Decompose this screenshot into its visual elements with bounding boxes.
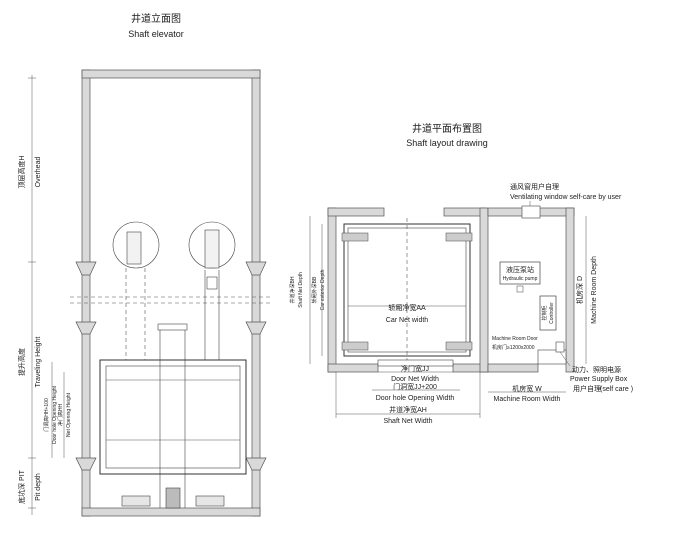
floor-slab-right-mid — [245, 321, 267, 335]
car-plan — [343, 223, 471, 357]
elevator-car — [99, 359, 247, 475]
shaft-depth-label-cn: 井道净深BH — [289, 276, 296, 303]
machine-door-label-cn: 机房门≥1200x2000 — [492, 344, 535, 351]
shaft-elevation: 井道立面图 Shaft elevator — [17, 12, 272, 517]
pit-label-cn: 底坑深 PIT — [17, 469, 26, 504]
buffer-left — [121, 495, 151, 507]
power-label-en-2: (self care ) — [600, 386, 633, 393]
rail-bracket-tr — [445, 232, 473, 242]
machine-depth-label-en: Machine Room Depth — [591, 256, 598, 324]
top-slab — [81, 69, 261, 79]
machine-right-wall — [565, 207, 575, 373]
machine-width-label-cn: 机房宽 W — [512, 384, 542, 393]
left-pulley — [112, 221, 160, 269]
right-sheave — [204, 229, 220, 269]
left-sheave — [126, 231, 142, 265]
travel-label-en: Traveling Height — [35, 337, 42, 388]
shaft-bottom-wall-left — [327, 363, 379, 373]
crosshead — [157, 323, 188, 331]
machine-width-label-en: Machine Room Width — [494, 396, 561, 403]
power-leader — [559, 351, 571, 367]
shaft-layout-plan: 井道平面布置图 Shaft layout drawing 通风窗用户自理 Ven… — [289, 122, 633, 425]
layout-title-cn: 井道平面布置图 — [412, 122, 482, 135]
car-inner — [105, 365, 241, 469]
machine-depth-label-cn: 机房深 D — [575, 276, 584, 304]
floor-slab-right-bottom — [245, 457, 267, 471]
vent-label-cn: 通风窗用户自理 — [510, 182, 559, 191]
vent-label-en: Ventilating window self-care by user — [510, 194, 622, 201]
machine-door-label-en: Machine Room Door — [492, 336, 538, 342]
buffer-right — [195, 495, 225, 507]
controller-label-en: Controller — [549, 302, 555, 324]
car-width-label-cn: 轿厢净宽AA — [388, 303, 426, 312]
car-width-label-en: Car Net width — [386, 317, 429, 324]
rail-bracket-bl — [341, 341, 369, 351]
door-opening-label-cn: 门洞高HH+100 — [43, 398, 50, 432]
hydraulic-pump-box — [499, 261, 541, 285]
right-wall — [251, 69, 261, 517]
car-depth-label-en: Car exterior Depth — [320, 269, 326, 310]
controller-label-cn: 控制柜 — [541, 305, 548, 320]
floor-slab-left-bottom — [75, 457, 97, 471]
pit-label-en: Pit depth — [35, 473, 42, 501]
net-opening-label-cn: 净门高HH — [57, 404, 64, 427]
elevation-title-cn: 井道立面图 — [131, 12, 181, 25]
machine-room-door — [537, 349, 567, 365]
door-opening-label-en: Door hole Opening Height — [52, 385, 58, 443]
rail-bracket-tl — [341, 232, 369, 242]
hydraulic-label-en: Hydraulic pump — [503, 276, 538, 282]
power-label-en: Power Supply Box — [570, 376, 628, 383]
power-supply-box — [555, 341, 565, 353]
overhead-label-en: Overhead — [35, 157, 42, 188]
power-label-cn-2: 用户自理 — [573, 384, 601, 393]
pit-floor — [81, 507, 261, 517]
travel-label-cn: 提升高度 — [17, 348, 26, 376]
pump-valve — [516, 285, 524, 293]
machine-bottom-wall — [487, 363, 539, 373]
door-width-label-en: Door Net Width — [391, 376, 439, 383]
rail-bracket-br — [445, 341, 473, 351]
door-hole-label-en: Door hole Opening Width — [376, 395, 455, 402]
floor-slab-left-mid — [75, 321, 97, 335]
shaft-width-label-cn: 井道净宽AH — [389, 405, 427, 414]
hydraulic-label-cn: 液压泵站 — [506, 265, 534, 274]
shaft-depth-label-en: Shaft Net Depth — [298, 272, 304, 308]
layout-title-en: Shaft layout drawing — [406, 138, 488, 148]
net-opening-label-en: Net Opening Height — [66, 392, 72, 437]
vent-window — [521, 205, 541, 219]
door-hole-label-cn: 门洞宽JJ+200 — [393, 382, 437, 391]
cylinder-base — [165, 487, 181, 509]
floor-slab-left-top — [75, 261, 97, 276]
shaft-left-wall — [327, 207, 337, 373]
plunger-head — [206, 276, 218, 290]
controller-box — [539, 295, 557, 331]
door-width-label-cn: 净门宽JJ — [401, 364, 429, 373]
shaft-width-label-en: Shaft Net Width — [383, 418, 432, 425]
landing-door — [377, 359, 454, 367]
car-depth-label-cn: 轿厢外深BB — [311, 276, 318, 303]
overhead-label-cn: 顶层高度H — [17, 155, 26, 188]
left-wall — [81, 69, 91, 517]
elevation-title-en: Shaft elevator — [128, 29, 184, 39]
floor-slab-right-top — [245, 261, 267, 276]
power-label-cn: 动力、照明电源 — [572, 365, 621, 374]
shaft-top-wall-left — [327, 207, 385, 217]
shaft-right-wall — [479, 207, 489, 373]
